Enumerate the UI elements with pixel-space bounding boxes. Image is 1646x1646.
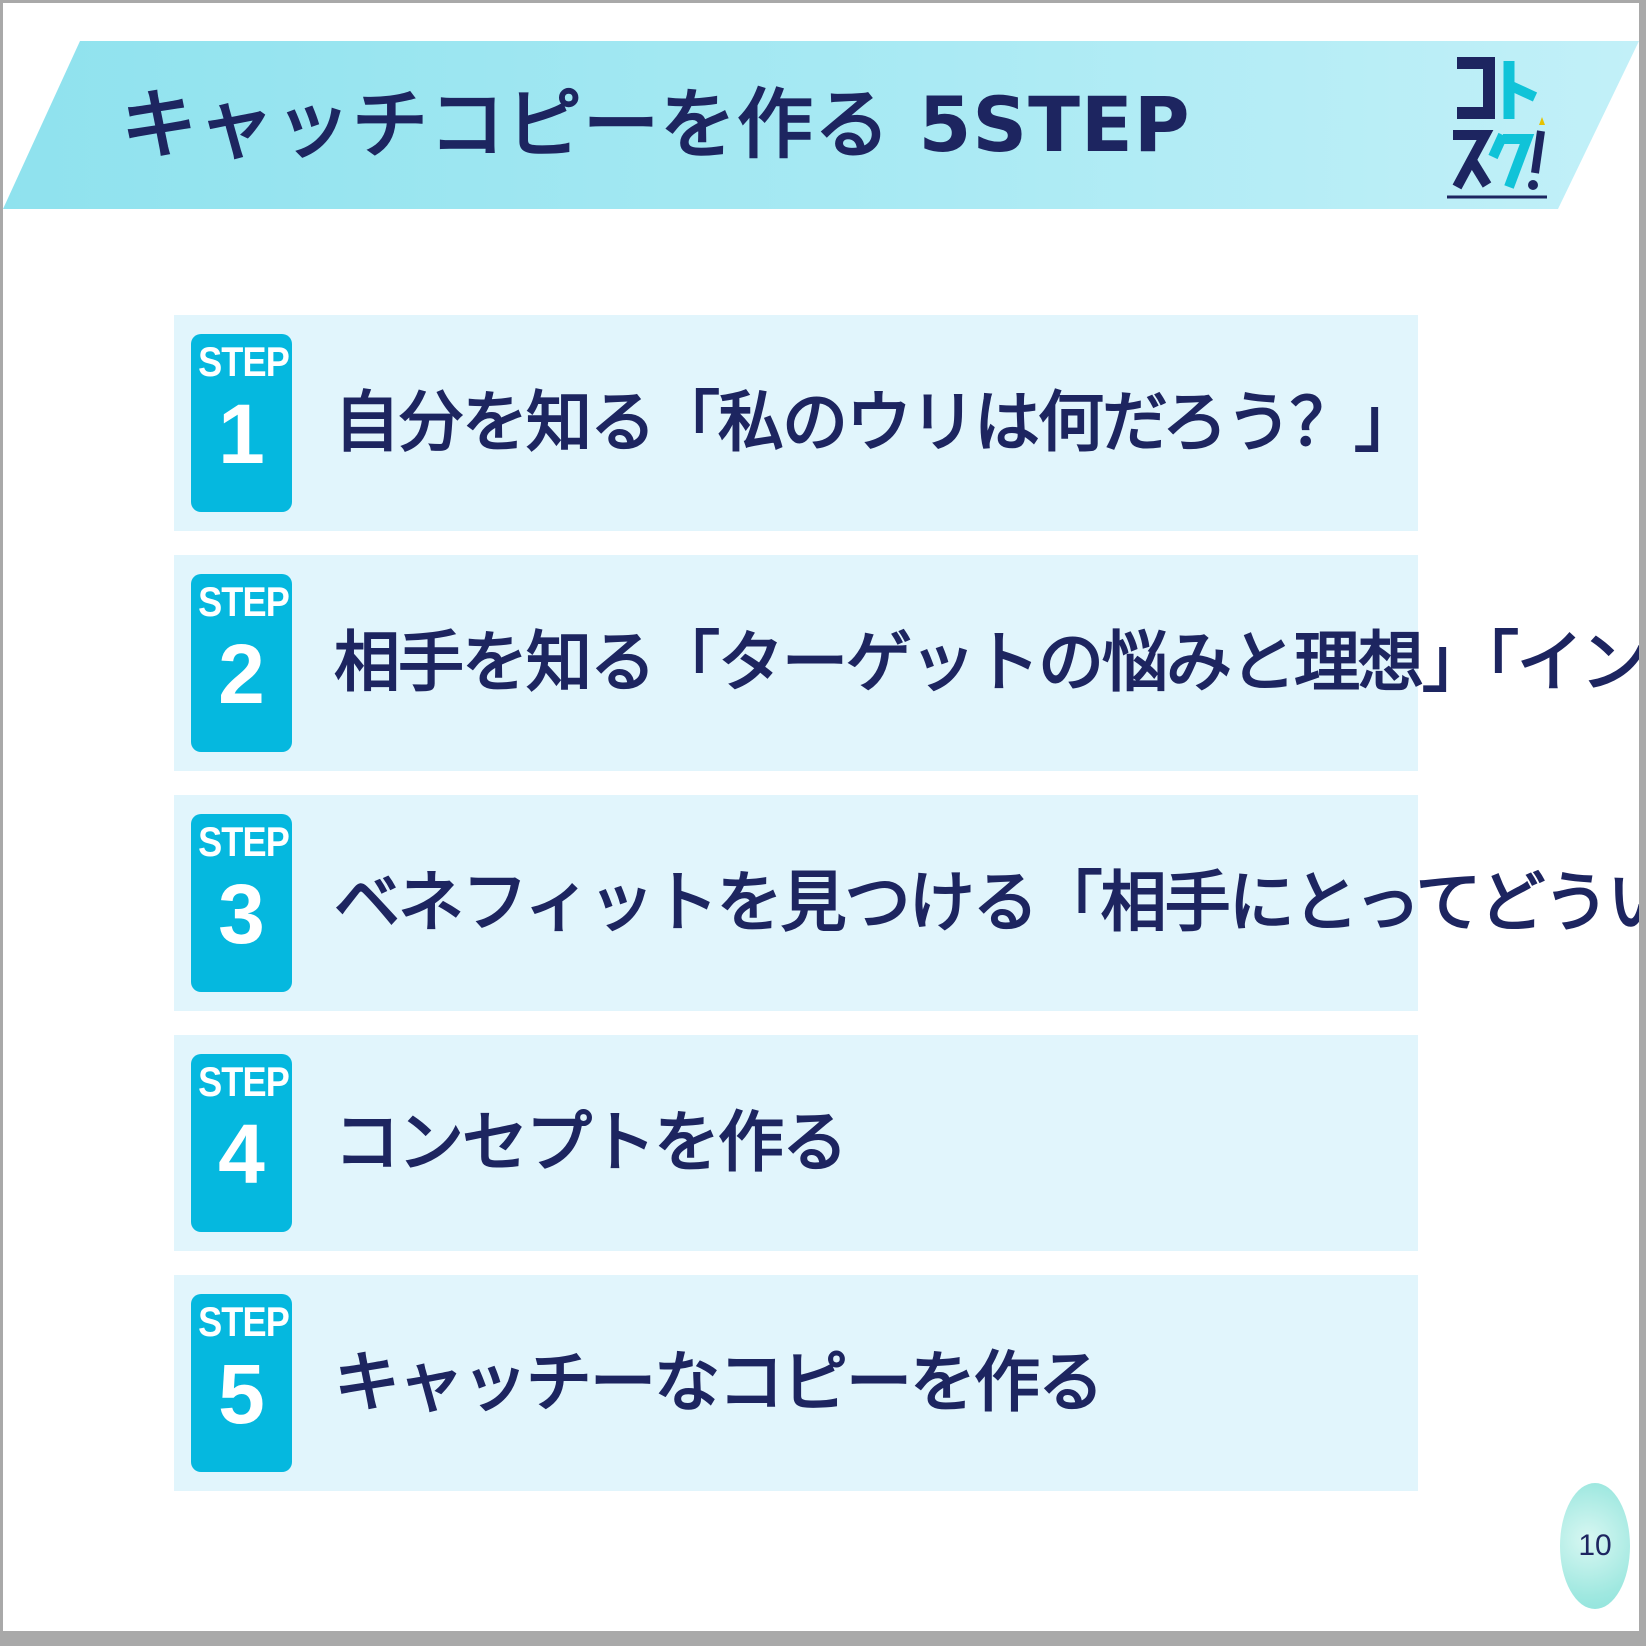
step-badge-number: 1 [218,387,265,481]
step-text-2: 相手を知る「ターゲットの悩みと理想」「インサイト」 [334,624,1639,701]
steps-list: STEP 1 自分を知る「私のウリは何だろう？」 STEP 2 相手を知る「ター… [174,315,1639,1515]
page-title: キャッチコピーを作る 5STEP [121,80,1191,169]
step-badge-1: STEP 1 [191,334,292,512]
step-row-4: STEP 4 コンセプトを作る [174,1035,1418,1251]
step-text-4: コンセプトを作る [334,1104,848,1181]
step-badge-4: STEP 4 [191,1054,292,1232]
step-badge-number: 5 [218,1347,265,1441]
step-badge-3: STEP 3 [191,814,292,992]
slide: キャッチコピーを作る 5STEP STEP 1 自分を知る「私のウリは何だろう？… [3,3,1639,1631]
step-badge-number: 2 [218,627,265,721]
step-text-5: キャッチーなコピーを作る [334,1344,1104,1421]
step-badge-2: STEP 2 [191,574,292,752]
step-badge-label: STEP [198,338,290,385]
step-badge-number: 4 [218,1107,265,1201]
step-badge-label: STEP [198,818,290,865]
step-row-2: STEP 2 相手を知る「ターゲットの悩みと理想」「インサイト」 [174,555,1639,771]
step-text-3: ベネフィットを見つける「相手にとってどういいか」 [334,864,1639,941]
title-band [3,41,1639,209]
step-badge-5: STEP 5 [191,1294,292,1472]
step-badge-label: STEP [198,578,290,625]
step-row-1: STEP 1 自分を知る「私のウリは何だろう？」 [174,315,1420,531]
step-badge-label: STEP [198,1298,290,1345]
step-text-1: 自分を知る「私のウリは何だろう？」 [334,384,1420,461]
step-badge-number: 3 [218,867,265,961]
step-badge-label: STEP [198,1058,290,1105]
kotosuku-logo-icon [1447,57,1547,199]
step-row-5: STEP 5 キャッチーなコピーを作る [174,1275,1418,1491]
page-number: 10 [1560,1483,1630,1609]
step-row-3: STEP 3 ベネフィットを見つける「相手にとってどういいか」 [174,795,1639,1011]
